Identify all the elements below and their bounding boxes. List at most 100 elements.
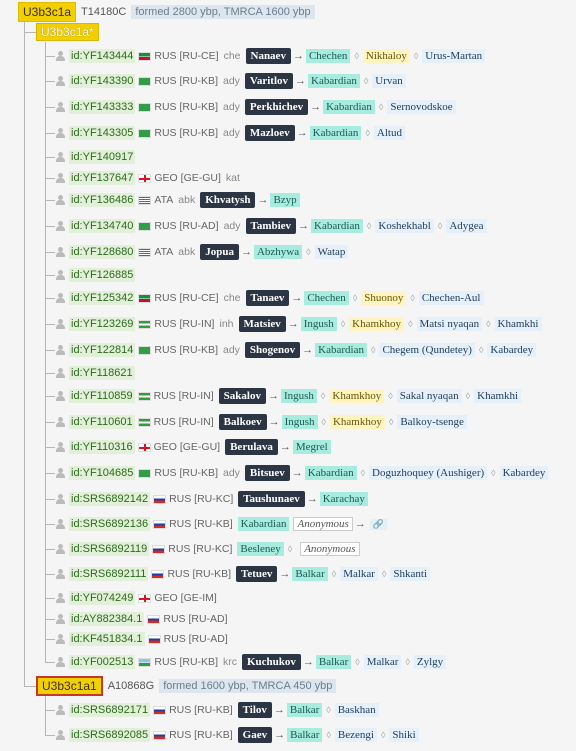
ethnicity-tag[interactable]: Kabardian (311, 219, 363, 233)
place-tag[interactable]: Sakal nyaqan (396, 389, 462, 403)
family-name[interactable]: Gaev (237, 727, 273, 743)
ethnicity-tag[interactable]: Kabardian (309, 126, 362, 140)
sample-id[interactable]: id:YF134740 (69, 219, 136, 233)
ethnicity-tag[interactable]: Kabardian (315, 343, 367, 357)
sample-id[interactable]: id:YF110316 (69, 440, 135, 454)
ethnicity-tag[interactable]: Ingush (300, 317, 337, 331)
sample-id[interactable]: id:SRS6892085 (69, 728, 151, 742)
sample-id[interactable]: id:YF143444 (69, 49, 136, 63)
ethnicity-tag[interactable]: Abzhywa (253, 245, 303, 259)
sample-id[interactable]: id:YF126885 (69, 268, 136, 282)
subgroup-tag[interactable]: Khamkhoy (329, 415, 385, 429)
sample-id[interactable]: id:YF123269 (69, 317, 136, 331)
ethnicity-tag[interactable]: Megrel (292, 440, 331, 454)
subgroup-tag[interactable]: Nikhaloy (362, 49, 410, 63)
family-name[interactable]: Matsiev (238, 316, 286, 332)
family-name[interactable]: Tetuev (236, 566, 278, 582)
family-name[interactable]: Varitlov (244, 73, 294, 89)
sample-id[interactable]: id:YF137647 (69, 171, 136, 185)
place-tag[interactable]: Urus-Martan (422, 49, 486, 63)
place-tag[interactable]: Bezengi (334, 728, 377, 742)
family-name[interactable]: Balkoev (218, 414, 267, 430)
sample-id[interactable]: id:YF002513 (69, 655, 136, 669)
place-tag[interactable]: Chechen-Aul (418, 291, 484, 305)
place-tag[interactable]: Doguzhoquey (Aushiger) (369, 466, 488, 480)
sample-id[interactable]: id:YF074249 (69, 591, 136, 605)
clade-badge-root[interactable]: U3b3c1a (18, 2, 77, 22)
place-tag[interactable]: Khamkhi (494, 317, 542, 331)
ethnicity-tag[interactable]: Kabardian (308, 74, 360, 88)
sample-id[interactable]: id:SRS6892142 (69, 492, 151, 506)
clade-badge-b[interactable]: U3b3c1a1 (36, 676, 103, 696)
sample-id[interactable]: id:YF143305 (69, 126, 136, 140)
sample-id[interactable]: id:SRS6892171 (69, 703, 151, 717)
subgroup-tag[interactable]: Khamkhoy (349, 317, 405, 331)
place-tag[interactable]: Watap (314, 245, 349, 259)
sample-id[interactable]: id:YF110859 (69, 389, 135, 403)
place-tag[interactable]: Koshekhabl (375, 219, 434, 233)
ethnicity-tag[interactable]: Chechen (305, 49, 351, 63)
place-tag[interactable]: Khamkhi (474, 389, 522, 403)
sample-id[interactable]: id:AY882384.1 (69, 612, 145, 626)
place-tag[interactable]: Zylgy (413, 655, 447, 669)
subgroup-tag[interactable]: Khamkhoy (329, 389, 385, 403)
sample-id[interactable]: id:YF125342 (69, 291, 136, 305)
family-name[interactable]: Shogenov (244, 342, 301, 358)
place-tag[interactable]: Shiki (389, 728, 419, 742)
place-tag[interactable]: Malkar (340, 567, 378, 581)
family-name[interactable]: Sakalov (218, 388, 266, 404)
ethnicity-tag[interactable]: Besleney (237, 542, 284, 556)
family-name[interactable]: Khvatysh (200, 192, 256, 208)
ethnicity-tag[interactable]: Chechen (304, 291, 349, 305)
ethnicity-tag[interactable]: Kabardian (237, 517, 290, 531)
ethnicity-tag[interactable]: Bzyp (270, 193, 300, 207)
ethnicity-tag[interactable]: Kabardian (304, 466, 357, 480)
family-name[interactable]: Mazloev (244, 125, 295, 141)
family-name[interactable]: Perkhichev (244, 99, 309, 115)
sample-id[interactable]: id:YF104685 (69, 466, 136, 480)
family-name[interactable]: Taushunaev (238, 491, 305, 507)
sample-id[interactable]: id:YF118621 (69, 366, 135, 380)
family-name[interactable]: Tilov (237, 702, 272, 718)
family-name[interactable]: Jopua (200, 244, 239, 260)
ethnicity-tag[interactable]: Balkar (292, 567, 328, 581)
place-tag[interactable]: Kabardey (487, 343, 537, 357)
sample-id[interactable]: id:YF122814 (69, 343, 136, 357)
sample-id[interactable]: id:SRS6892136 (69, 517, 151, 531)
family-name[interactable]: Kuchukov (241, 654, 301, 670)
place-tag[interactable]: Chegem (Qundetey) (379, 343, 475, 357)
family-name[interactable]: Bitsuev (244, 465, 290, 481)
place-tag[interactable]: Balkoy-tsenge (397, 415, 467, 429)
sample-id[interactable]: id:KF451834.1 (69, 632, 145, 646)
place-tag[interactable]: Altud (373, 126, 405, 140)
ethnicity-tag[interactable]: Kabardian (323, 100, 375, 114)
family-name[interactable]: Berulava (225, 439, 278, 455)
clade-badge-a[interactable]: U3b3c1a* (36, 23, 99, 41)
family-name[interactable]: Tambiev (245, 218, 297, 234)
ethnicity-tag[interactable]: Balkar (315, 655, 352, 669)
sample-id[interactable]: id:YF143333 (69, 100, 136, 114)
place-tag[interactable]: Malkar (363, 655, 402, 669)
sample-id[interactable]: id:SRS6892119 (69, 542, 150, 556)
ethnicity-tag[interactable]: Ingush (280, 389, 317, 403)
sample-id[interactable]: id:YF136486 (69, 193, 136, 207)
sample-id[interactable]: id:YF110601 (69, 415, 135, 429)
sample-id[interactable]: id:YF140917 (69, 150, 136, 164)
sample-id[interactable]: id:YF143390 (69, 74, 136, 88)
family-name[interactable]: Nanaev (245, 48, 291, 64)
family-name[interactable]: Tanaev (245, 290, 290, 306)
ethnicity-tag[interactable]: Ingush (281, 415, 318, 429)
link-icon[interactable]: 🔗 (369, 518, 388, 530)
ethnicity-tag[interactable]: Balkar (286, 703, 323, 717)
ethnicity-tag[interactable]: Balkar (287, 728, 323, 742)
sample-id[interactable]: id:SRS6892111 (69, 567, 149, 581)
place-tag[interactable]: Baskhan (334, 703, 379, 717)
place-tag[interactable]: Adygea (446, 219, 487, 233)
place-tag[interactable]: Matsi nyaqan (416, 317, 483, 331)
subgroup-tag[interactable]: Shuonoy (361, 291, 407, 305)
place-tag[interactable]: Sernovodskoe (387, 100, 456, 114)
place-tag[interactable]: Shkanti (390, 567, 431, 581)
ethnicity-tag[interactable]: Karachay (319, 492, 368, 506)
sample-id[interactable]: id:YF128680 (69, 245, 136, 259)
place-tag[interactable]: Kabardey (499, 466, 549, 480)
